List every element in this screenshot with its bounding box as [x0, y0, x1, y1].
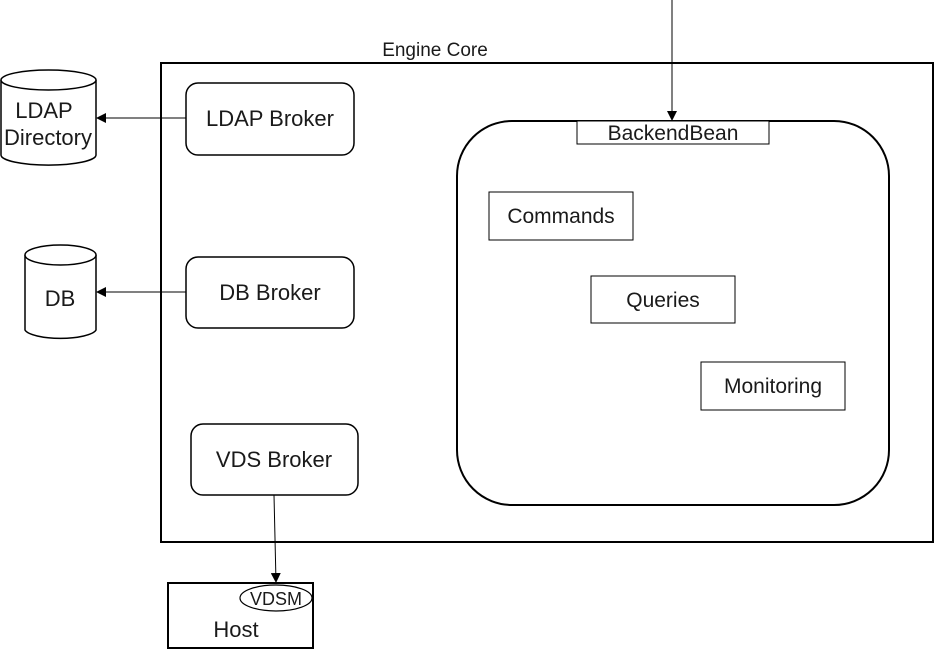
host-box: Host VDSM [167, 582, 314, 649]
queries-box: Queries [590, 275, 736, 324]
vdsm-ellipse [239, 584, 313, 612]
backend-bean-label: BackendBean [608, 122, 739, 145]
ldap-broker: LDAP Broker [185, 82, 355, 156]
db-label: DB [45, 286, 76, 311]
commands-label: Commands [507, 205, 614, 228]
monitoring-label: Monitoring [724, 375, 822, 398]
commands-box: Commands [488, 191, 634, 241]
ldap-directory-cylinder: LDAP Directory [0, 69, 97, 166]
vds-broker: VDS Broker [190, 423, 359, 496]
db-broker: DB Broker [185, 256, 355, 329]
monitoring-box: Monitoring [700, 361, 846, 411]
ldap-directory-line1: LDAP [15, 98, 72, 123]
engine-core-box [160, 62, 934, 543]
vds-broker-label: VDS Broker [216, 447, 332, 472]
db-broker-label: DB Broker [219, 280, 320, 305]
engine-core-label: Engine Core [382, 40, 488, 61]
vds-host-arrow [270, 494, 281, 583]
queries-label: Queries [626, 289, 700, 312]
vdsm-label: VDSM [250, 589, 302, 609]
backend-bean-label-box: BackendBean [576, 120, 770, 145]
db-cylinder: DB [24, 244, 97, 340]
ldap-broker-label: LDAP Broker [206, 106, 334, 131]
host-label: Host [213, 617, 258, 642]
ldap-directory-line2: Directory [4, 125, 92, 150]
